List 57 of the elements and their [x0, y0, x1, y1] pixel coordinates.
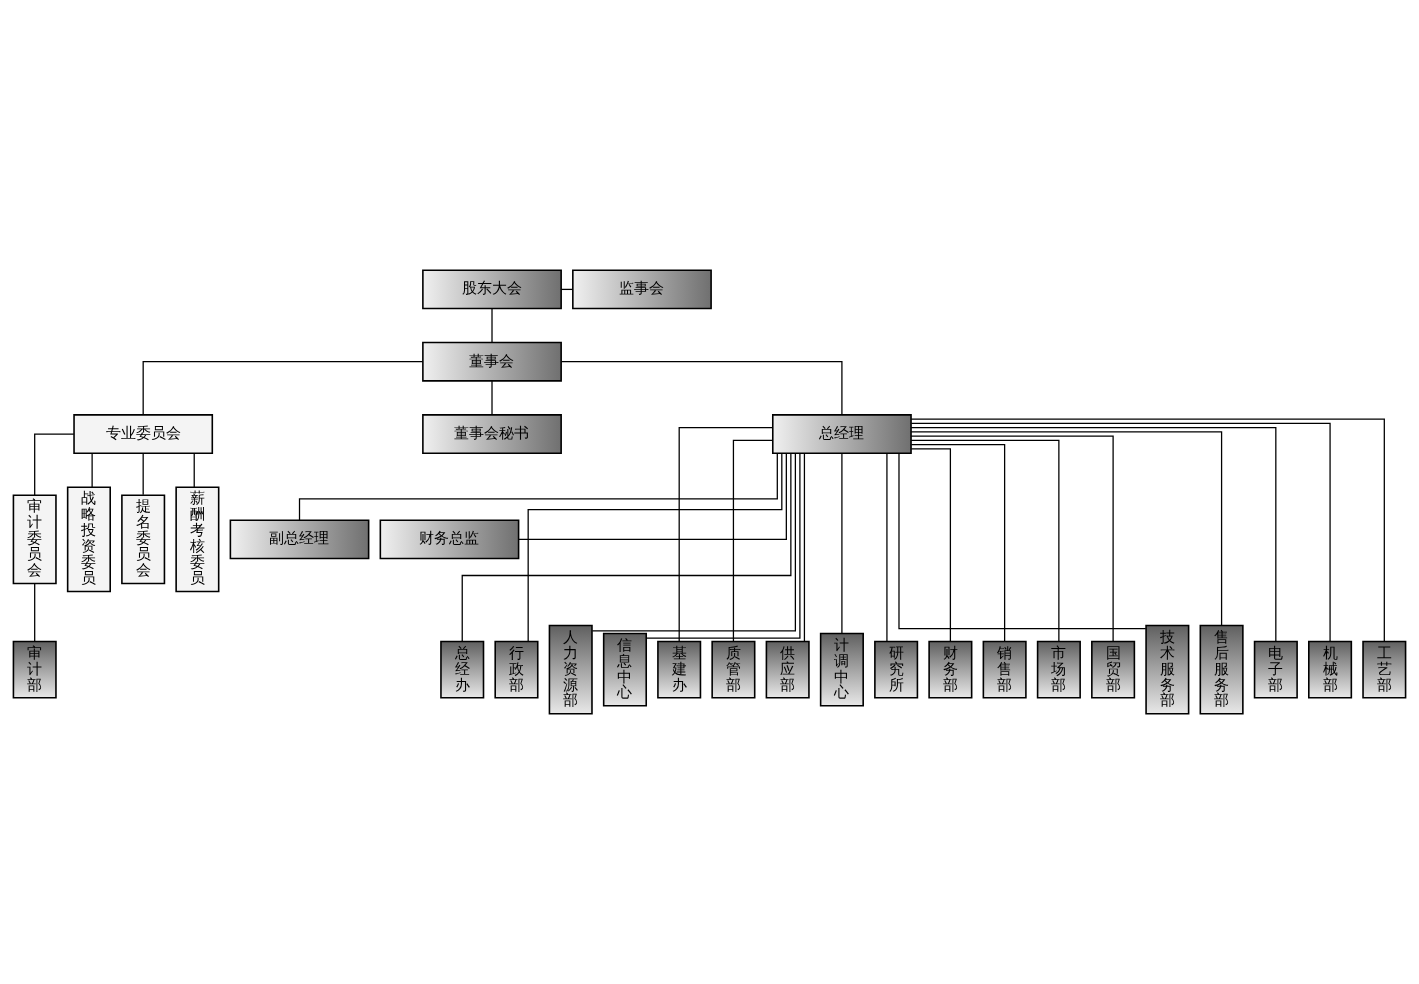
- node-box: 研究所: [874, 640, 919, 699]
- node-box: 专业委员会: [73, 414, 214, 454]
- node-box: 董事会: [422, 341, 562, 382]
- connector: [91, 452, 93, 488]
- connector: [461, 452, 792, 642]
- connector: [645, 452, 801, 639]
- node-box: 电子部: [1253, 640, 1298, 699]
- node-box: 董事会秘书: [422, 414, 562, 454]
- node-box: 基建办: [657, 640, 702, 699]
- connector: [910, 435, 1114, 642]
- node-box: 监事会: [572, 269, 712, 310]
- connector: [910, 431, 1223, 627]
- node-box: 国贸部: [1091, 640, 1136, 699]
- node-box: 技术服务部: [1145, 624, 1190, 715]
- connector: [910, 439, 1060, 642]
- connector: [910, 444, 1006, 642]
- connector: [910, 448, 952, 642]
- node-box: 审计部: [12, 640, 57, 699]
- node-box: 总经理: [772, 414, 912, 454]
- node-box: 薪酬考核委员: [175, 486, 220, 593]
- connector: [886, 452, 888, 642]
- node-box: 销售部: [982, 640, 1027, 699]
- node-box: 提名委员会: [121, 494, 166, 585]
- node-box: 售后服务部: [1199, 624, 1244, 715]
- connector: [34, 433, 75, 496]
- node-box: 质管部: [711, 640, 756, 699]
- node-box: 副总经理: [229, 519, 370, 560]
- connector: [298, 452, 778, 521]
- node-box: 人力资源部: [548, 624, 593, 715]
- connector: [34, 583, 36, 642]
- connector: [560, 361, 843, 416]
- node-box: 总经办: [440, 640, 485, 699]
- node-box: 计调中心: [819, 632, 864, 707]
- connector: [898, 452, 1147, 630]
- node-box: 战略投资委员: [66, 486, 111, 593]
- node-box: 审计委员会: [12, 494, 57, 585]
- connector: [527, 452, 783, 642]
- connector: [591, 452, 796, 632]
- connector: [678, 427, 774, 642]
- node-box: 财务总监: [379, 519, 520, 560]
- connector: [491, 308, 493, 343]
- node-box: 信息中心: [602, 632, 647, 707]
- connector: [193, 452, 195, 488]
- node-box: 工艺部: [1362, 640, 1407, 699]
- connector: [142, 452, 144, 496]
- connector: [803, 452, 806, 642]
- connector: [518, 452, 787, 540]
- node-box: 供应部: [765, 640, 810, 699]
- node-box: 市场部: [1036, 640, 1081, 699]
- connector: [142, 361, 424, 416]
- connector: [491, 380, 493, 416]
- connector: [841, 452, 843, 634]
- connector: [732, 439, 774, 642]
- node-box: 机械部: [1308, 640, 1353, 699]
- node-box: 股东大会: [422, 269, 562, 310]
- node-box: 财务部: [928, 640, 973, 699]
- node-box: 行政部: [494, 640, 539, 699]
